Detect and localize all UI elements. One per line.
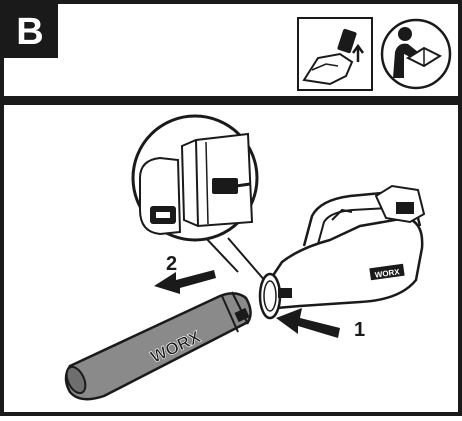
blower-body: WORX [258, 184, 426, 320]
push-arrow [276, 308, 340, 338]
header-divider [2, 96, 460, 105]
step-2-label: 2 [166, 253, 177, 275]
step-letter-badge: B [2, 2, 58, 58]
blower-tube: WORX [64, 291, 252, 401]
battery-removal-icon [297, 17, 373, 91]
step-1-label: 1 [354, 319, 365, 341]
read-manual-icon [380, 18, 452, 90]
pull-arrow [154, 270, 216, 294]
detail-magnifier [131, 114, 267, 283]
body-brand-logo: WORX [374, 267, 401, 279]
step-letter: B [16, 11, 43, 53]
